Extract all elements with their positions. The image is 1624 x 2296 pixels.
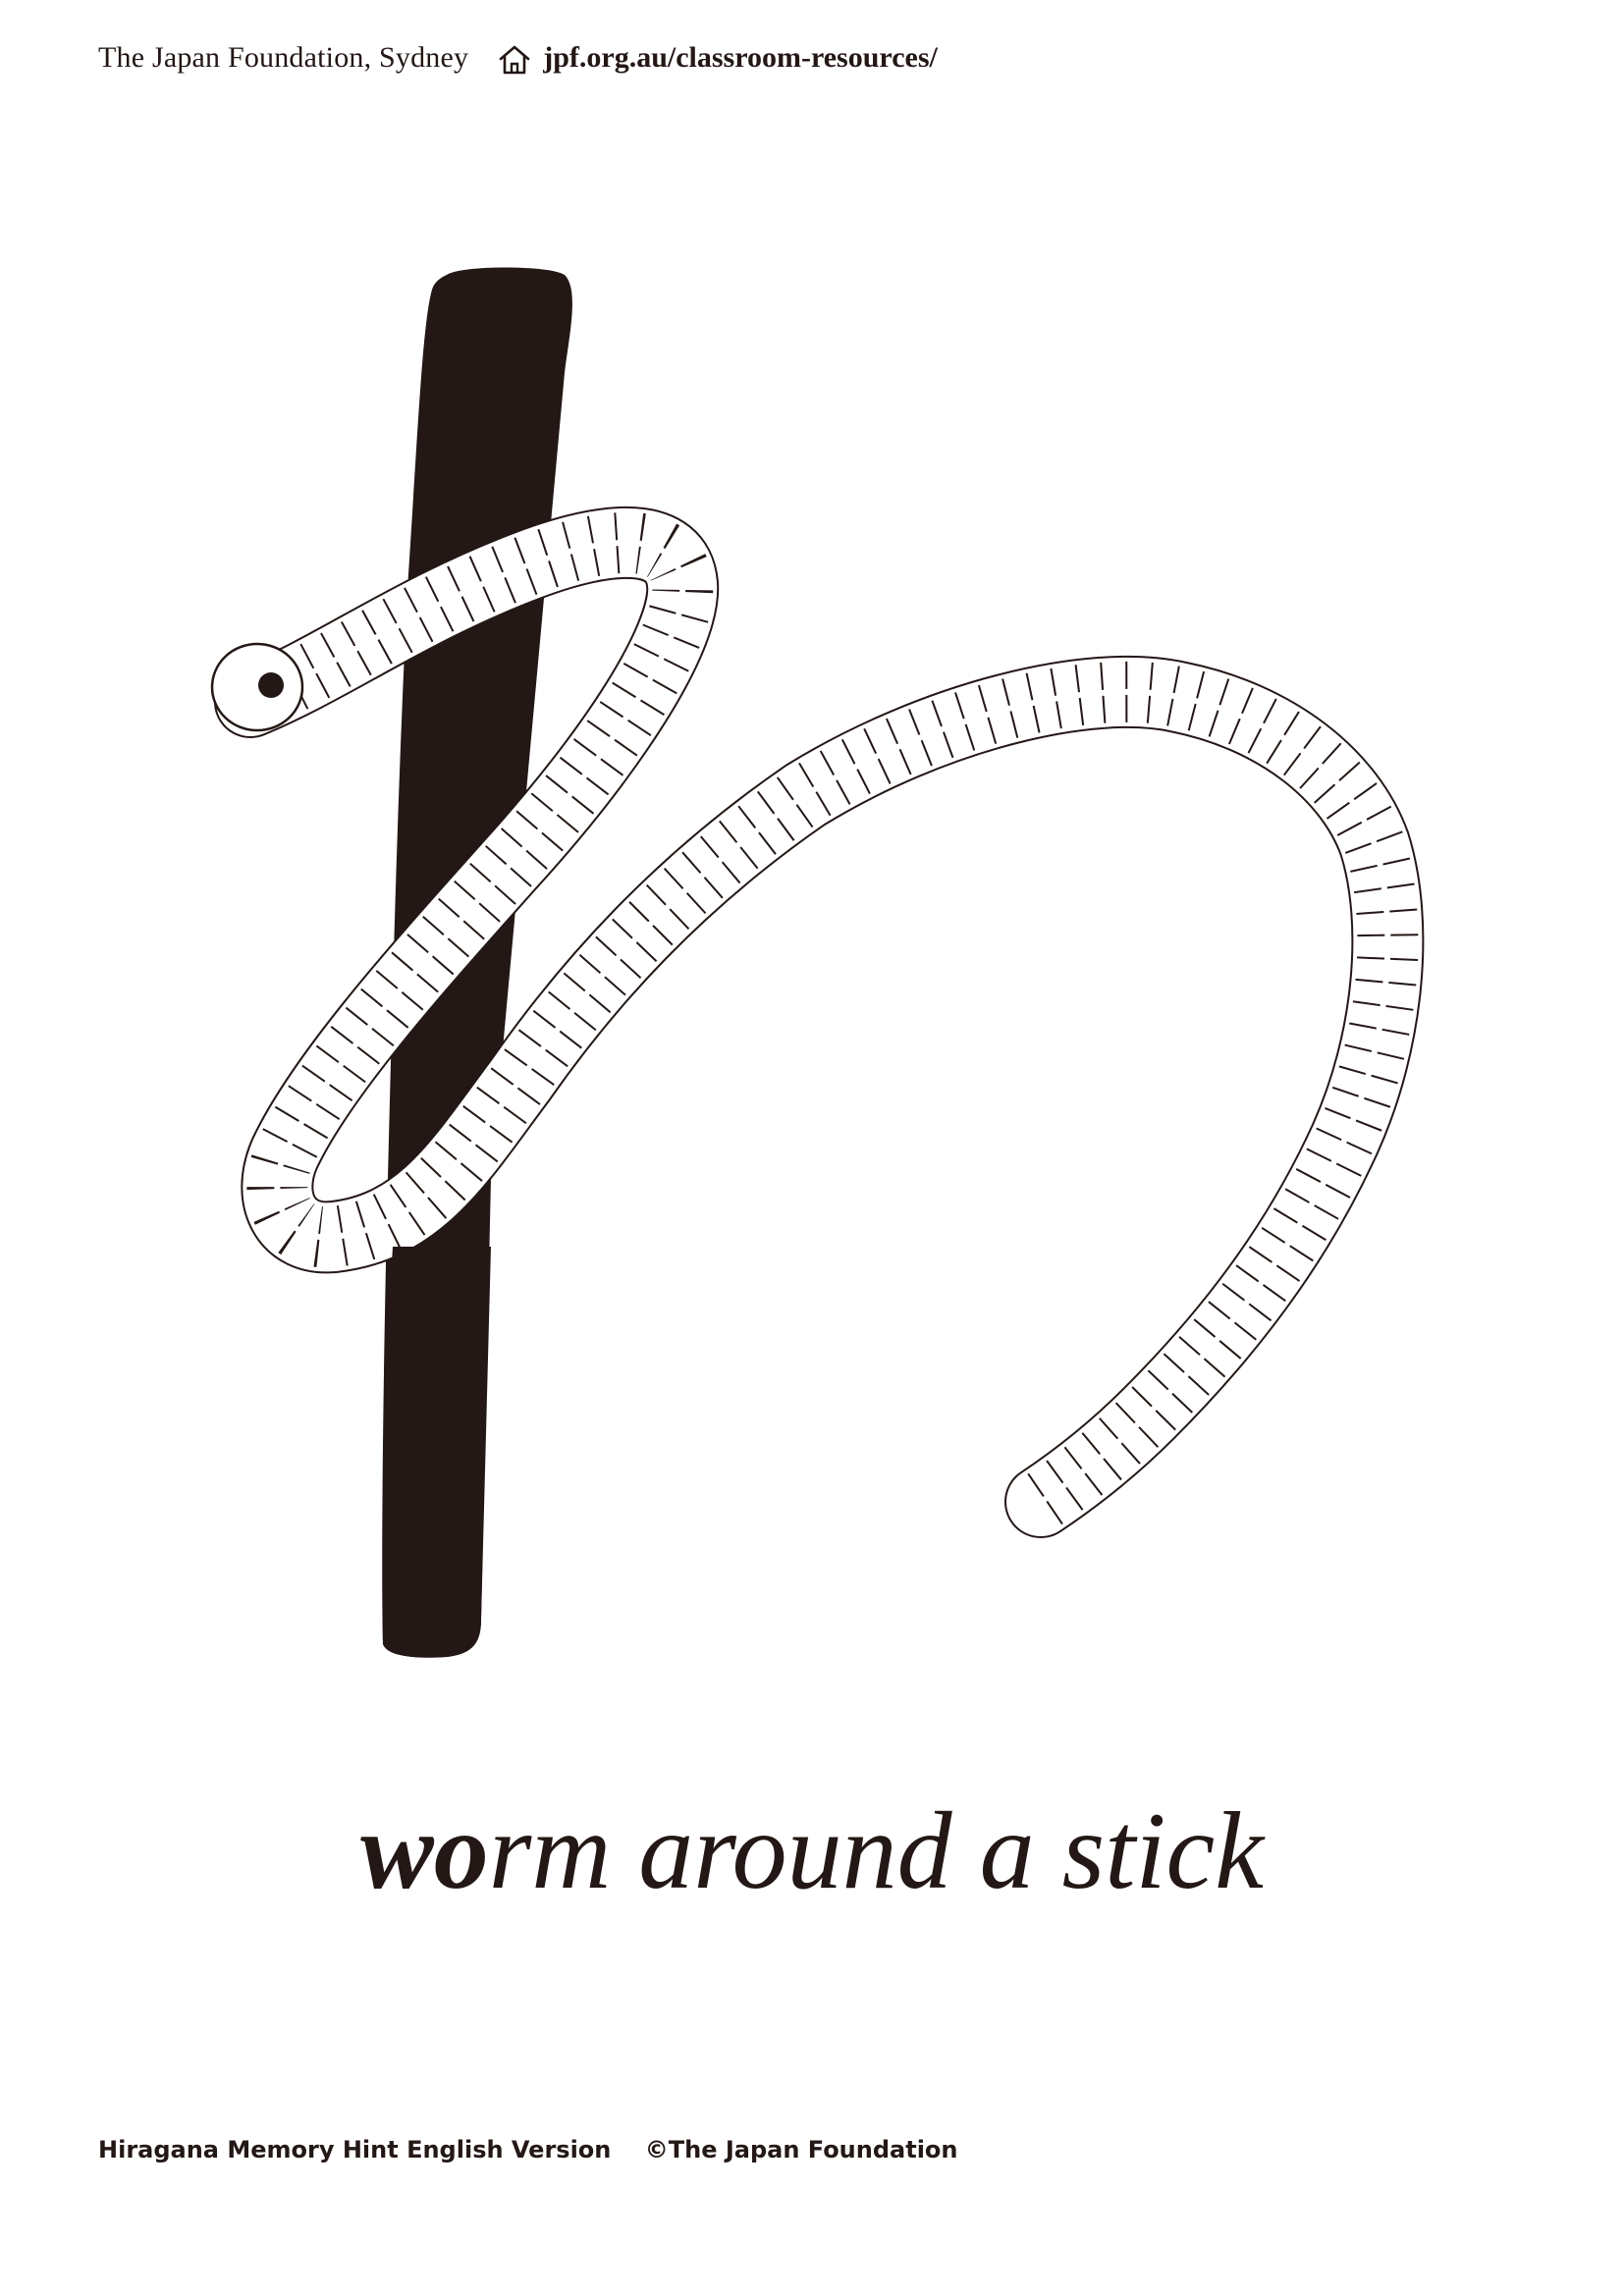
footer-copyright: ©The Japan Foundation: [644, 2136, 958, 2163]
stick-front-segment: [382, 1247, 491, 1658]
footer-title: Hiragana Memory Hint English Version: [98, 2136, 612, 2163]
organization-name: The Japan Foundation, Sydney: [98, 41, 469, 74]
caption-rest: rm around a stick: [488, 1790, 1264, 1912]
caption-highlight: wo: [360, 1790, 489, 1912]
page-header: The Japan Foundation, Sydney jpf.org.au/…: [98, 41, 938, 75]
worm-head: [210, 642, 304, 732]
home-icon: [498, 44, 531, 76]
page-footer: Hiragana Memory Hint English Version ©Th…: [98, 2136, 958, 2163]
resources-link[interactable]: jpf.org.au/classroom-resources/: [543, 41, 938, 74]
memory-hint-caption: worm around a stick: [0, 1789, 1624, 1915]
